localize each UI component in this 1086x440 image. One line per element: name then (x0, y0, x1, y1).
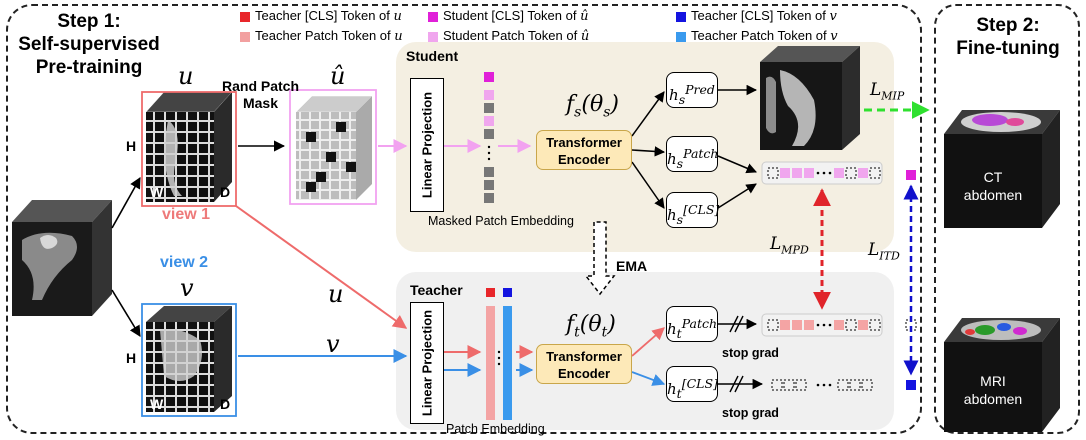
student-head-pred: hsPred (666, 72, 718, 108)
legend-swatch-teacher-patch-v (676, 32, 686, 42)
step1-line2: Self-supervised (18, 34, 160, 55)
stop-grad-label-1: stop grad (722, 346, 779, 360)
mri-abdomen-cube (944, 318, 1060, 432)
step1-line3: Pre-training (35, 57, 143, 78)
teacher-head-patch: htPatch (666, 306, 718, 342)
axis-d-2: D (220, 396, 231, 412)
ct-abdomen-cube (944, 110, 1060, 228)
ema-arrow (584, 221, 616, 296)
label-v: v (180, 274, 194, 302)
stop-grad-label-2: stop grad (722, 406, 779, 420)
teacher-function-label: ft(θt) (566, 312, 616, 341)
student-head-patch: hsPatch (666, 136, 718, 172)
teacher-title: Teacher (410, 282, 463, 298)
finetuning-panel (934, 4, 1080, 434)
teacher-embedding-label: Patch Embedding (446, 422, 545, 436)
ema-label: EMA (616, 258, 648, 274)
legend-item-student-patch: Student Patch Token of û (443, 28, 590, 44)
legend-swatch-student-patch (428, 32, 438, 42)
input-volume-cube (12, 200, 112, 316)
step1-line1: Step 1: (57, 11, 121, 32)
loss-mpd-label: LMPD (770, 234, 809, 257)
teacher-linear-projection: Linear Projection (410, 302, 444, 424)
arrow-to-view1 (111, 177, 141, 229)
label-u-hat: û (330, 62, 346, 90)
legend-item-student-cls: Student [CLS] Token of û (443, 8, 589, 24)
teacher-cls-row (771, 379, 873, 391)
axis-w-2: W (150, 396, 164, 412)
arrow-u-to-teacher (235, 205, 408, 329)
axis-h-1: H (126, 138, 137, 154)
student-function-label: fs(θs) (566, 92, 619, 121)
axis-h-2: H (126, 350, 137, 366)
legend-item-teacher-cls-u: Teacher [CLS] Token of u (255, 8, 402, 24)
masked-cube (289, 89, 377, 205)
teacher-head-cls: ht[CLS] (666, 366, 718, 402)
arrow-label-v: v (326, 330, 340, 358)
axis-w-1: W (150, 184, 164, 200)
student-cls-token-marker (906, 170, 916, 180)
legend-swatch-teacher-patch-u (240, 32, 250, 42)
teacher-token-row (761, 313, 883, 337)
loss-mip-label: LMIP (870, 80, 905, 103)
legend-item-teacher-patch-v: Teacher Patch Token of v (691, 28, 838, 44)
teacher-cls-v-marker (906, 380, 916, 390)
student-linear-projection: Linear Projection (410, 78, 444, 212)
view2-label: view 2 (160, 254, 209, 271)
legend-item-teacher-patch-u: Teacher Patch Token of u (255, 28, 403, 44)
view2-cube (141, 303, 237, 417)
student-title: Student (406, 48, 459, 64)
pretraining-panel (6, 4, 922, 434)
view1-label: view 1 (162, 206, 211, 223)
arrow-to-view2 (111, 289, 141, 337)
student-token-stack (484, 72, 494, 203)
view1-cube (141, 91, 237, 207)
step1-title: Step 1: Self-supervised Pre-training (14, 10, 164, 79)
label-u: u (178, 62, 194, 90)
student-embedding-label: Masked Patch Embedding (428, 214, 574, 228)
student-token-row (761, 161, 883, 185)
legend-swatch-teacher-cls-v (676, 12, 686, 22)
legend-swatch-student-cls (428, 12, 438, 22)
arrow-label-u: u (328, 280, 344, 308)
student-head-cls: hs[CLS] (666, 192, 719, 228)
step2-title: Step 2: Fine-tuning (944, 14, 1072, 60)
teacher-token-stack (486, 288, 512, 420)
reconstruction-cube (760, 46, 860, 150)
legend-item-teacher-cls-v: Teacher [CLS] Token of v (691, 8, 837, 24)
step2-line2: Fine-tuning (956, 38, 1060, 59)
legend-swatch-teacher-cls-u (240, 12, 250, 22)
step2-line1: Step 2: (976, 15, 1040, 36)
axis-d-1: D (220, 184, 231, 200)
loss-itd-label: LITD (868, 240, 900, 263)
